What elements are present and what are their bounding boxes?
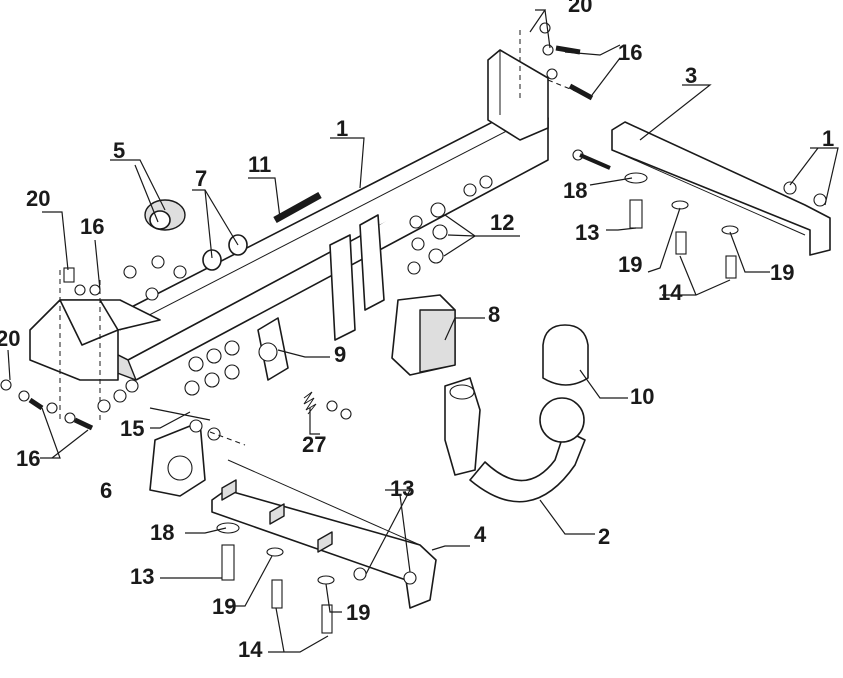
label-part-16-top: 16 (618, 40, 642, 65)
label-part-13-right: 13 (575, 220, 599, 245)
label-part-20-edge: 20 (0, 326, 20, 351)
label-part-20-left: 20 (26, 186, 50, 211)
part-2-tow-ball-arm (444, 377, 586, 503)
label-part-8: 8 (488, 302, 500, 327)
label-part-16-bottom-left: 16 (16, 446, 40, 471)
center-side-plates (329, 214, 385, 341)
leader-lines (7, 9, 839, 653)
label-part-14-right: 14 (658, 280, 683, 305)
label-part-11: 11 (248, 152, 271, 177)
top-right-bolts (539, 22, 594, 101)
label-part-7: 7 (195, 166, 207, 191)
top-mounting-bracket (487, 30, 586, 141)
bottom-hardware-column (216, 522, 335, 634)
part-11-bolt (273, 191, 322, 224)
part-6-socket-plate (149, 407, 246, 497)
main-crossbar-part-1 (97, 107, 549, 381)
label-part-5: 5 (113, 138, 125, 163)
label-part-10: 10 (630, 384, 654, 409)
label-part-13-bottom-left: 13 (130, 564, 154, 589)
label-part-19-bottom-a: 19 (212, 594, 236, 619)
right-hardware-column (572, 149, 739, 279)
label-part-18-bottom: 18 (150, 520, 174, 545)
part-8-electrical-socket (391, 294, 456, 376)
callout-labels: 1 1 2 3 4 5 6 7 8 9 10 11 12 13 13 13 14… (0, 0, 834, 662)
label-part-12: 12 (490, 210, 514, 235)
label-part-14-bottom: 14 (238, 637, 263, 662)
part-3-right-side-bar (611, 121, 831, 256)
label-part-15: 15 (120, 416, 144, 441)
label-part-3: 3 (685, 63, 697, 88)
label-part-6: 6 (100, 478, 112, 503)
part-10-ball-cap (542, 324, 589, 386)
label-part-1-main: 1 (336, 116, 348, 141)
part-9-flange-plate (184, 317, 289, 396)
label-part-1-right: 1 (822, 126, 834, 151)
left-mounting-bracket (29, 270, 161, 420)
part-5-spacer-block (144, 199, 186, 231)
label-part-19-bottom-b: 19 (346, 600, 370, 625)
label-part-19-right-b: 19 (770, 260, 794, 285)
label-part-27: 27 (302, 432, 326, 457)
label-part-9: 9 (334, 342, 346, 367)
part-12-bolt-set (407, 175, 493, 275)
label-part-18-right: 18 (563, 178, 587, 203)
label-part-20-top: 20 (568, 0, 592, 17)
label-part-16-left: 16 (80, 214, 104, 239)
label-part-2: 2 (598, 524, 610, 549)
label-part-19-right-a: 19 (618, 252, 642, 277)
left-edge-hardware (0, 379, 94, 431)
label-part-13-bottom-right: 13 (390, 476, 414, 501)
left-fastener-set (63, 255, 187, 413)
part-4-lower-side-bar (211, 459, 437, 609)
part-27-spring (303, 391, 352, 420)
label-part-4: 4 (474, 522, 487, 547)
